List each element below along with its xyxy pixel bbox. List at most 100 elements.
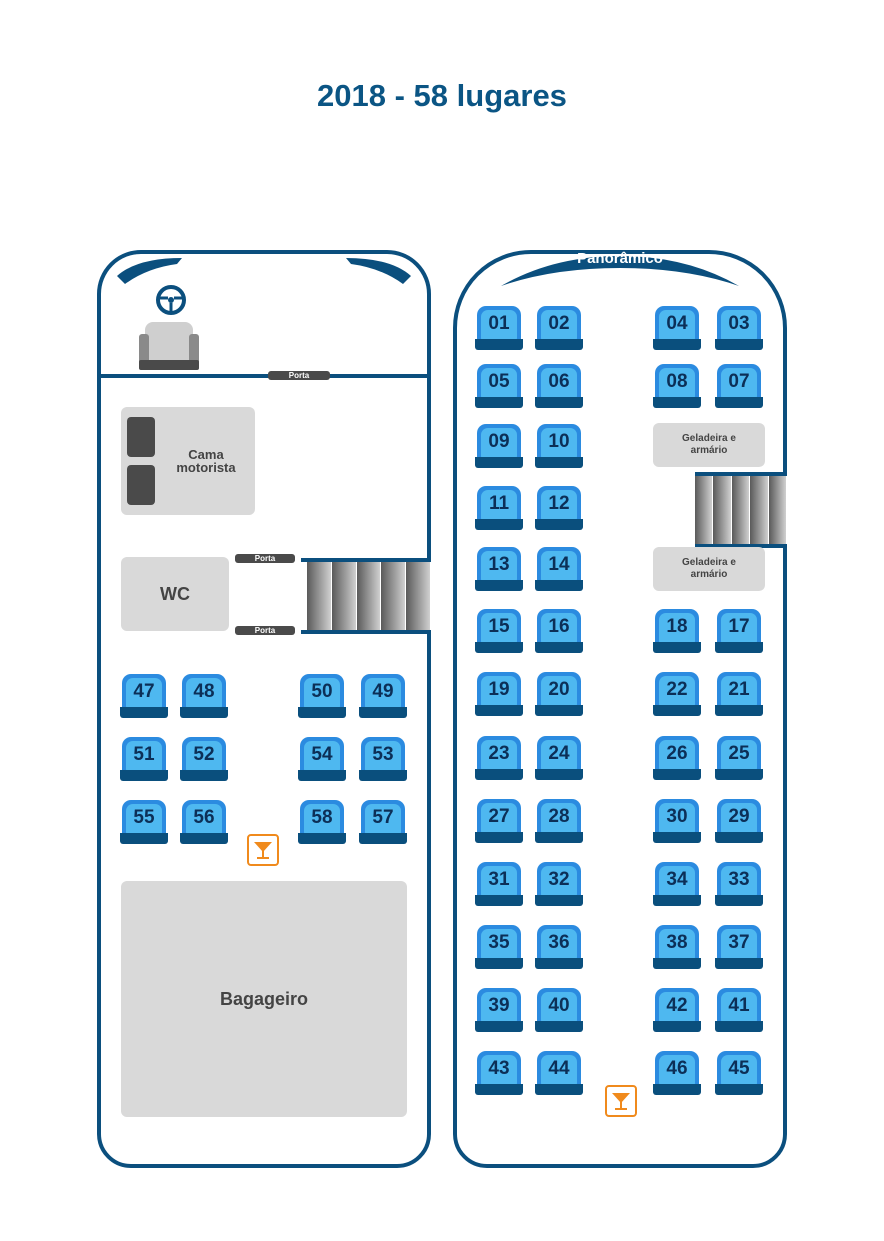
seat-number: 14 — [548, 554, 570, 575]
seat[interactable]: 08 — [653, 364, 701, 408]
seat[interactable]: 42 — [653, 988, 701, 1032]
seat[interactable]: 21 — [715, 672, 763, 716]
seat-number: 43 — [488, 1058, 510, 1079]
seat-number: 22 — [666, 679, 688, 700]
seat[interactable]: 49 — [359, 674, 407, 718]
seat[interactable]: 58 — [298, 800, 346, 844]
seat[interactable]: 10 — [535, 424, 583, 468]
seat[interactable]: 17 — [715, 609, 763, 653]
seat-number: 55 — [133, 807, 155, 828]
seat[interactable]: 37 — [715, 925, 763, 969]
seat-number: 50 — [311, 681, 333, 702]
seat[interactable]: 33 — [715, 862, 763, 906]
seat[interactable]: 24 — [535, 736, 583, 780]
seat[interactable]: 44 — [535, 1051, 583, 1095]
seat[interactable]: 28 — [535, 799, 583, 843]
seat[interactable]: 04 — [653, 306, 701, 350]
seat[interactable]: 26 — [653, 736, 701, 780]
seat[interactable]: 54 — [298, 737, 346, 781]
geladeira-label: Geladeira e armário — [682, 557, 736, 580]
seat-number: 34 — [666, 869, 688, 890]
seat[interactable]: 41 — [715, 988, 763, 1032]
seat[interactable]: 16 — [535, 609, 583, 653]
seat-number: 03 — [728, 313, 750, 334]
seat-number: 09 — [488, 431, 510, 452]
seat[interactable]: 09 — [475, 424, 523, 468]
cama-label: Cama motorista — [176, 447, 236, 475]
seat[interactable]: 46 — [653, 1051, 701, 1095]
stairs — [695, 472, 788, 548]
seat-number: 30 — [666, 806, 688, 827]
door: Porta — [235, 626, 295, 635]
seat[interactable]: 48 — [180, 674, 228, 718]
seat[interactable]: 30 — [653, 799, 701, 843]
seat[interactable]: 14 — [535, 547, 583, 591]
geladeira-label: Geladeira e armário — [682, 433, 736, 456]
seat[interactable]: 18 — [653, 609, 701, 653]
seat-number: 52 — [193, 744, 215, 765]
seat[interactable]: 01 — [475, 306, 523, 350]
seat[interactable]: 38 — [653, 925, 701, 969]
seat[interactable]: 15 — [475, 609, 523, 653]
bar-cocktail-icon — [247, 834, 279, 866]
windshield-icon — [117, 258, 411, 284]
seat[interactable]: 36 — [535, 925, 583, 969]
seat[interactable]: 53 — [359, 737, 407, 781]
seat[interactable]: 45 — [715, 1051, 763, 1095]
seat[interactable]: 13 — [475, 547, 523, 591]
seat-number: 07 — [728, 371, 750, 392]
seat[interactable]: 25 — [715, 736, 763, 780]
wc: WC — [121, 557, 229, 631]
seat[interactable]: 06 — [535, 364, 583, 408]
seat-number: 35 — [488, 932, 510, 953]
seat-number: 28 — [548, 806, 570, 827]
seat-number: 42 — [666, 995, 688, 1016]
seat[interactable]: 34 — [653, 862, 701, 906]
seat-number: 54 — [311, 744, 333, 765]
seat-number: 18 — [666, 616, 688, 637]
seat[interactable]: 29 — [715, 799, 763, 843]
seat[interactable]: 12 — [535, 486, 583, 530]
door: Porta — [268, 371, 330, 380]
seat-number: 48 — [193, 681, 215, 702]
seat[interactable]: 05 — [475, 364, 523, 408]
seat-number: 53 — [372, 744, 394, 765]
seat[interactable]: 39 — [475, 988, 523, 1032]
seat[interactable]: 56 — [180, 800, 228, 844]
seat-number: 56 — [193, 807, 215, 828]
seat[interactable]: 20 — [535, 672, 583, 716]
seat-number: 41 — [728, 995, 750, 1016]
bar-cocktail-icon — [605, 1085, 637, 1117]
seat[interactable]: 03 — [715, 306, 763, 350]
seat-number: 25 — [728, 743, 750, 764]
seat[interactable]: 32 — [535, 862, 583, 906]
seat[interactable]: 07 — [715, 364, 763, 408]
seat-number: 47 — [133, 681, 155, 702]
geladeira-armario: Geladeira e armário — [653, 423, 765, 467]
seat[interactable]: 02 — [535, 306, 583, 350]
seat[interactable]: 27 — [475, 799, 523, 843]
seat-number: 29 — [728, 806, 750, 827]
seat[interactable]: 11 — [475, 486, 523, 530]
seat[interactable]: 43 — [475, 1051, 523, 1095]
seat[interactable]: 31 — [475, 862, 523, 906]
seat-number: 58 — [311, 807, 333, 828]
divider — [101, 374, 431, 378]
seat[interactable]: 50 — [298, 674, 346, 718]
seat[interactable]: 35 — [475, 925, 523, 969]
seat[interactable]: 57 — [359, 800, 407, 844]
seat[interactable]: 40 — [535, 988, 583, 1032]
seat[interactable]: 47 — [120, 674, 168, 718]
seat[interactable]: 22 — [653, 672, 701, 716]
seat[interactable]: 51 — [120, 737, 168, 781]
seat[interactable]: 55 — [120, 800, 168, 844]
seat[interactable]: 23 — [475, 736, 523, 780]
seat[interactable]: 19 — [475, 672, 523, 716]
seat-number: 38 — [666, 932, 688, 953]
bagageiro: Bagageiro — [121, 881, 407, 1117]
seat-number: 36 — [548, 932, 570, 953]
seat-number: 10 — [548, 431, 570, 452]
seat[interactable]: 52 — [180, 737, 228, 781]
